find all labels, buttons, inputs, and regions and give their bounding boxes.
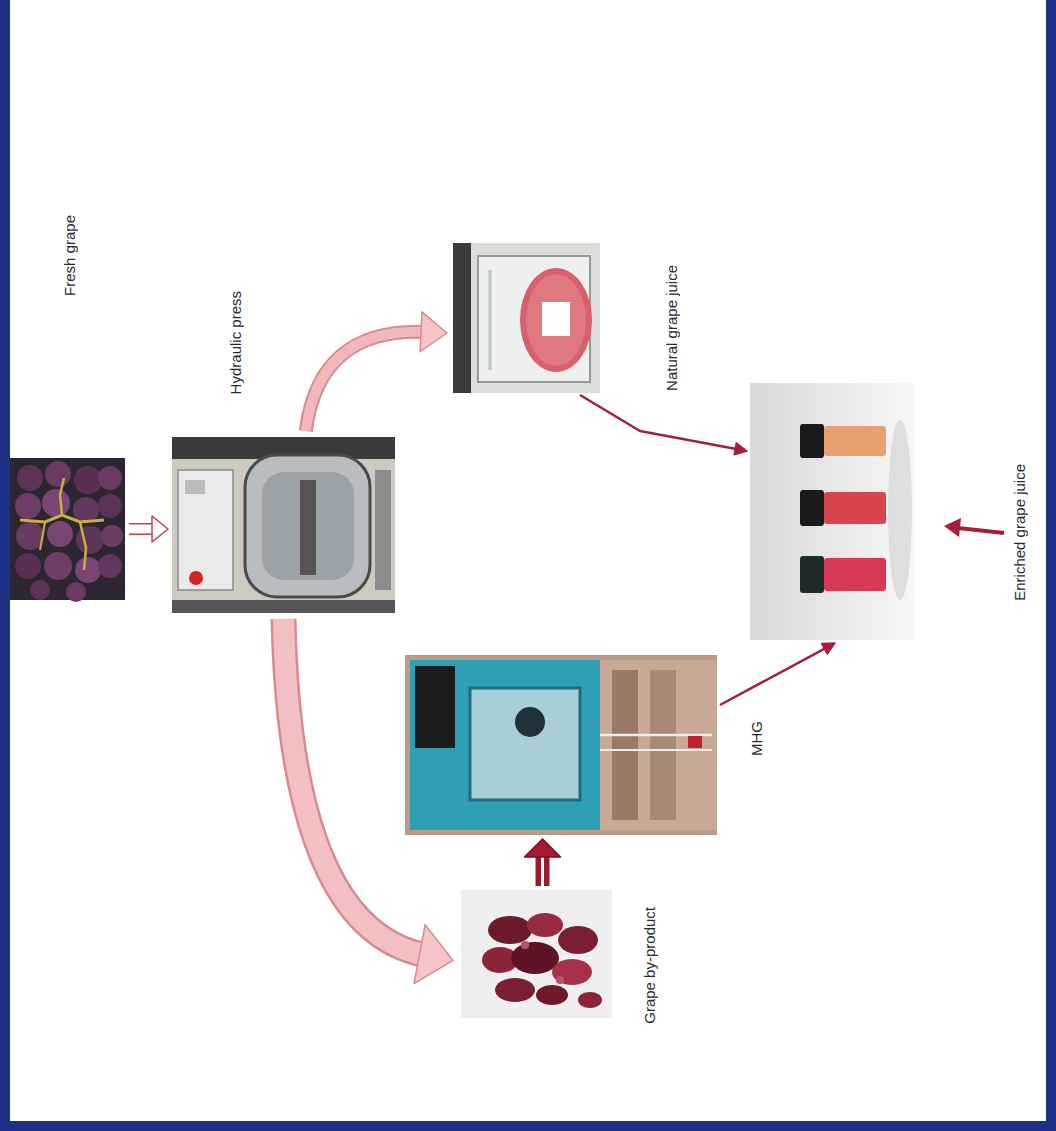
photo-caption: Fresh grape — [61, 215, 79, 296]
flow-arrow — [306, 312, 447, 431]
pomace-photo — [461, 890, 612, 1018]
arrow-head — [414, 925, 453, 984]
photo-node: Enriched grape juice — [750, 383, 915, 640]
beaker-photo — [453, 243, 600, 393]
press-photo — [172, 437, 395, 613]
arrow-head — [525, 839, 561, 857]
photo-caption: Hydraulic press — [227, 291, 245, 394]
arrow-shaft-inner — [284, 619, 427, 955]
arrow-head — [822, 643, 835, 654]
leader-arrow — [944, 518, 1004, 537]
photo-node: Grape by-product — [461, 890, 612, 1018]
vials-photo — [750, 383, 915, 640]
photo-node: Natural grape juice — [453, 243, 600, 393]
photo-caption: Natural grape juice — [663, 265, 681, 391]
flow-arrow — [720, 643, 835, 705]
photo-caption: Enriched grape juice — [1011, 464, 1029, 601]
photo-node: Fresh grape — [10, 458, 125, 600]
arrow-head — [734, 443, 747, 455]
arrow-shaft — [284, 619, 427, 955]
frame-band — [0, 1121, 1056, 1131]
flow-arrow — [129, 516, 168, 542]
arrow-head — [420, 312, 447, 352]
photo-node: Hydraulic press — [172, 437, 395, 613]
arrow-head — [152, 516, 168, 542]
arrow-shaft-inner — [306, 332, 426, 431]
photo-caption: MHG — [748, 721, 766, 756]
arrow-shaft-inner — [541, 853, 544, 886]
arrow-shaft — [306, 332, 426, 431]
flow-arrow — [525, 839, 561, 886]
arrow-shaft — [580, 395, 738, 449]
photo-caption: Grape by-product — [641, 907, 659, 1024]
flow-arrow — [580, 395, 747, 455]
flow-arrow — [284, 619, 454, 984]
frame-band — [1046, 0, 1056, 1131]
arrow-shaft — [536, 853, 550, 886]
photo-node: MHG — [405, 655, 717, 835]
arrow-shaft — [720, 648, 827, 705]
mhg-photo — [405, 655, 717, 835]
frame-band — [0, 0, 10, 1131]
grape-photo — [10, 458, 125, 602]
